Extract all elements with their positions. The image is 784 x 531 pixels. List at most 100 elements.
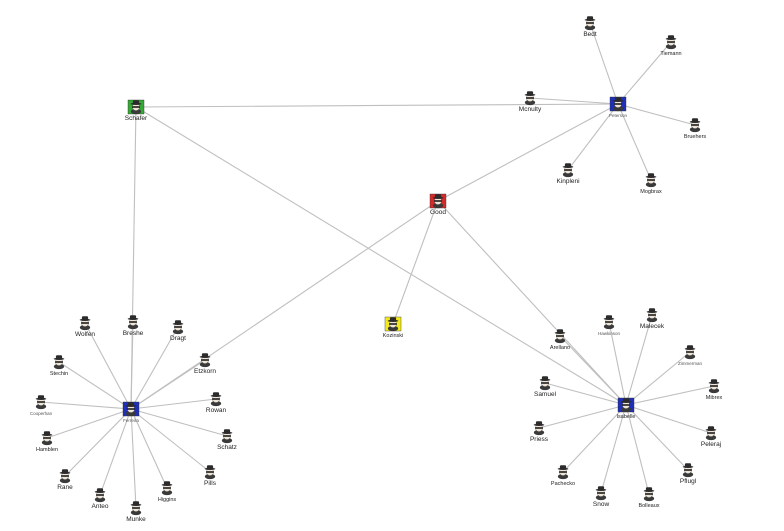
node-label: Rane (57, 484, 73, 491)
node-arellano[interactable]: Arellano (550, 329, 570, 351)
node-schafer[interactable]: Schafer (125, 99, 148, 122)
node-pachecko[interactable]: Pachecko (551, 465, 575, 487)
node-good[interactable]: Good (429, 193, 446, 216)
node-kozinski[interactable]: Kozinski (383, 316, 403, 339)
spy-agent-icon (584, 16, 596, 31)
edge-hub-ne-bedt (589, 22, 619, 105)
node-rane[interactable]: Rane (57, 469, 73, 491)
node-label: Pachecko (551, 481, 575, 487)
node-anteo[interactable]: Anteo (92, 488, 109, 510)
node-peleraj[interactable]: Peleraj (701, 426, 721, 448)
edge-hub-ne-mcnulty (529, 97, 619, 105)
node-label: Pflugl (680, 478, 697, 485)
spy-agent-icon (684, 345, 696, 360)
edge-hub-sw-etzkorn (130, 359, 206, 410)
node-bedt[interactable]: Bedt (583, 16, 597, 38)
spy-agent-icon (708, 379, 720, 394)
node-label: Cooperhan (30, 411, 53, 416)
node-label: Pills (204, 480, 217, 487)
spy-agent-icon (643, 487, 655, 502)
node-mcnulty[interactable]: Mcnulty (519, 91, 542, 113)
node-hamblen[interactable]: Hamblen (36, 431, 58, 453)
node-label: Kinpleni (556, 178, 579, 185)
node-isabelle[interactable]: Isabelle (617, 397, 636, 420)
edge-hub-ne-tiemann (617, 41, 672, 105)
node-pflugl[interactable]: Pflugl (680, 463, 697, 485)
node-label: Mibrex (706, 395, 723, 401)
node-mogbrax[interactable]: Mogbrax (640, 173, 662, 195)
edge-isabelle-zimmerman (625, 351, 691, 406)
edge-hub-sw-munke (130, 408, 137, 509)
spy-agent-icon (645, 173, 657, 188)
node-label: Tiemann (660, 51, 681, 57)
spy-agent-icon (125, 402, 137, 417)
node-stechin[interactable]: Stechin (50, 355, 68, 377)
node-munke[interactable]: Munke (126, 501, 146, 523)
node-zimmerman[interactable]: Zimmerman (678, 345, 702, 366)
node-dragt[interactable]: Dragt (170, 320, 186, 342)
spy-agent-icon (130, 501, 142, 516)
spy-agent-icon (432, 194, 444, 209)
node-tiemann[interactable]: Tiemann (660, 35, 682, 57)
edge-isabelle-samuel (544, 382, 627, 406)
node-breshe[interactable]: Breshe (123, 315, 144, 337)
spy-agent-icon (41, 431, 53, 446)
spy-agent-icon (557, 465, 569, 480)
edge-hub-sw-hamblen (46, 408, 132, 439)
spy-agent-icon (595, 486, 607, 501)
spy-agent-icon (172, 320, 184, 335)
spy-agent-icon (539, 376, 551, 391)
edge-isabelle-pflugl (625, 404, 689, 471)
node-label: Snow (593, 501, 610, 508)
node-malecek[interactable]: Malecek (640, 308, 665, 330)
node-hub-ne[interactable]: Peterson (609, 96, 628, 118)
node-label: Bedt (583, 31, 597, 38)
node-mibrex[interactable]: Mibrex (706, 379, 723, 401)
node-hub-sw[interactable]: Ferreira (122, 401, 139, 423)
node-bolleaux[interactable]: Bolleaux (638, 487, 660, 509)
edge-layer (40, 22, 715, 509)
spy-agent-icon (210, 392, 222, 407)
edge-good-kozinski (392, 200, 439, 325)
node-snow[interactable]: Snow (593, 486, 610, 508)
node-cooperhan[interactable]: Cooperhan (30, 395, 53, 416)
node-label: Ferreira (123, 418, 139, 423)
node-higgins[interactable]: Higgins (158, 481, 177, 503)
node-bruehers[interactable]: Bruehers (684, 118, 707, 140)
node-label: Munke (126, 516, 146, 523)
node-label: Mogbrax (640, 189, 662, 195)
node-etzkorn[interactable]: Etzkorn (194, 353, 216, 375)
node-schatz[interactable]: Schatz (217, 429, 237, 451)
node-samuel[interactable]: Samuel (534, 376, 557, 398)
spy-agent-icon (603, 315, 615, 330)
node-hawkinson[interactable]: Hawkinson (598, 315, 621, 336)
spy-agent-icon (35, 395, 47, 410)
node-label: Etzkorn (194, 368, 216, 375)
node-rowan[interactable]: Rowan (206, 392, 227, 414)
edge-hub-sw-dragt (130, 326, 179, 410)
edge-isabelle-bolleaux (625, 404, 650, 495)
node-wolfen[interactable]: Wolfen (75, 316, 95, 338)
node-label: Samuel (534, 391, 557, 398)
edge-schafer-isabelle (135, 106, 627, 406)
edge-isabelle-hawkinson (608, 321, 627, 406)
node-kinpleni[interactable]: Kinpleni (556, 163, 580, 185)
node-label: Schatz (217, 444, 237, 451)
spy-agent-icon (562, 163, 574, 178)
edge-good-isabelle (437, 200, 627, 406)
node-label: Mcnulty (519, 106, 542, 113)
edge-good-hub-ne (437, 103, 619, 202)
node-pills[interactable]: Pills (204, 465, 217, 487)
spy-agent-icon (94, 488, 106, 503)
spy-agent-icon (221, 429, 233, 444)
node-priess[interactable]: Priess (530, 421, 549, 443)
node-label: Hamblen (36, 447, 58, 453)
node-label: Isabelle (617, 414, 636, 420)
node-label: Stechin (50, 371, 68, 377)
node-label: Hawkinson (598, 331, 621, 336)
spy-agent-icon (387, 317, 399, 332)
edge-hub-sw-stechin (58, 361, 132, 410)
node-label: Schafer (125, 115, 148, 122)
